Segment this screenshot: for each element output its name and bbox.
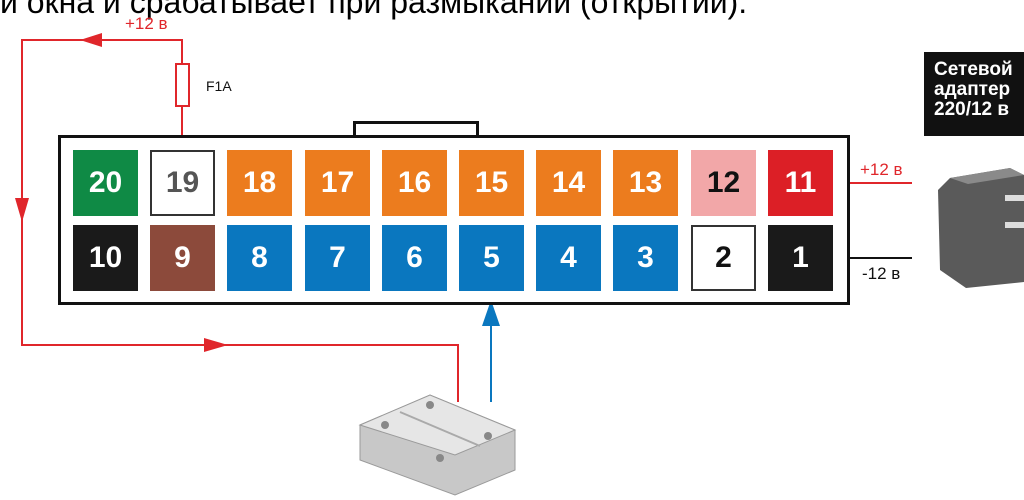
label-fuse: F1A [206, 78, 232, 94]
header-text: и окна и срабатывает при размыкании (отк… [0, 0, 748, 20]
power-adapter-icon [938, 168, 1024, 288]
pin-10: 10 [73, 225, 138, 291]
pin-17: 17 [305, 150, 370, 216]
adapter-line-1: Сетевой [934, 59, 1013, 80]
pin-16: 16 [382, 150, 447, 216]
pin-14: 14 [536, 150, 601, 216]
pin-5: 5 [459, 225, 524, 291]
pin-19: 19 [150, 150, 215, 216]
red-arrow-bottom [204, 338, 228, 352]
pin-11: 11 [768, 150, 833, 216]
pin-2: 2 [691, 225, 756, 291]
connector-latch [353, 121, 479, 138]
pin-20: 20 [73, 150, 138, 216]
pin-6: 6 [382, 225, 447, 291]
label-right-minus: -12 в [862, 264, 901, 283]
blue-arrow [482, 300, 500, 326]
adapter-line-3: 220/12 в [934, 99, 1010, 120]
pin-12: 12 [691, 150, 756, 216]
red-arrow-left [15, 198, 29, 222]
adapter-label-box: Сетевой адаптер 220/12 в [924, 52, 1024, 136]
pin-8: 8 [227, 225, 292, 291]
adapter-line-2: адаптер [934, 79, 1011, 100]
reed-sensor-icon [358, 394, 517, 496]
label-top-plus: +12 в [125, 14, 168, 33]
pin-1: 1 [768, 225, 833, 291]
red-arrow-top [80, 33, 102, 47]
label-right-plus: +12 в [860, 160, 903, 179]
pin-15: 15 [459, 150, 524, 216]
pin-4: 4 [536, 225, 601, 291]
fuse-icon [175, 63, 190, 107]
pin-3: 3 [613, 225, 678, 291]
pin-13: 13 [613, 150, 678, 216]
pin-7: 7 [305, 225, 370, 291]
pin-18: 18 [227, 150, 292, 216]
pin-9: 9 [150, 225, 215, 291]
